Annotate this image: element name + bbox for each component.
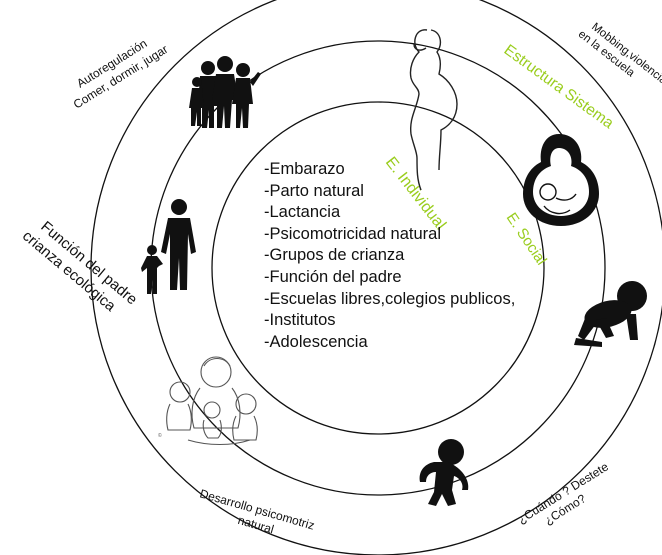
list-item: -Función del padre [264, 267, 402, 286]
svg-text:©: © [158, 432, 162, 439]
label-weaning: ¿Cuándo ? Destete ¿Cómo? [515, 458, 621, 540]
label-father-role: Función del padre crianza ecológica [19, 213, 143, 326]
label-bullying: Mobbing,violencia en la escuela [576, 17, 662, 100]
outer-ring [90, 0, 662, 555]
label-psychomotor: Desarrollo psicomotriz natural [194, 486, 319, 548]
list-item: -Adolescencia [264, 332, 368, 351]
inner-ring [211, 101, 545, 435]
list-item: -Psicomotricidad natural [264, 224, 441, 243]
list-item: -Grupos de crianza [264, 246, 405, 265]
center-topic-list: -Embarazo -Parto natural -Lactancia -Psi… [264, 159, 515, 353]
crawling-baby-icon [574, 281, 647, 347]
list-item: -Parto natural [264, 181, 364, 200]
father-child-silhouette-icon [141, 199, 196, 294]
list-item: -Escuelas libres,colegios publicos, [264, 289, 516, 308]
list-item: -Institutos [264, 311, 336, 330]
breastfeeding-icon [523, 134, 599, 226]
pregnant-woman-icon [409, 29, 458, 191]
family-silhouette-icon [189, 56, 261, 128]
children-group-illustration: © [158, 356, 258, 446]
label-autoregulation: Autoregulación Comer, dormir, jugar [62, 28, 170, 111]
toddler-silhouette-icon [419, 439, 469, 506]
list-item: -Embarazo [264, 160, 345, 178]
list-item: -Lactancia [264, 203, 341, 222]
